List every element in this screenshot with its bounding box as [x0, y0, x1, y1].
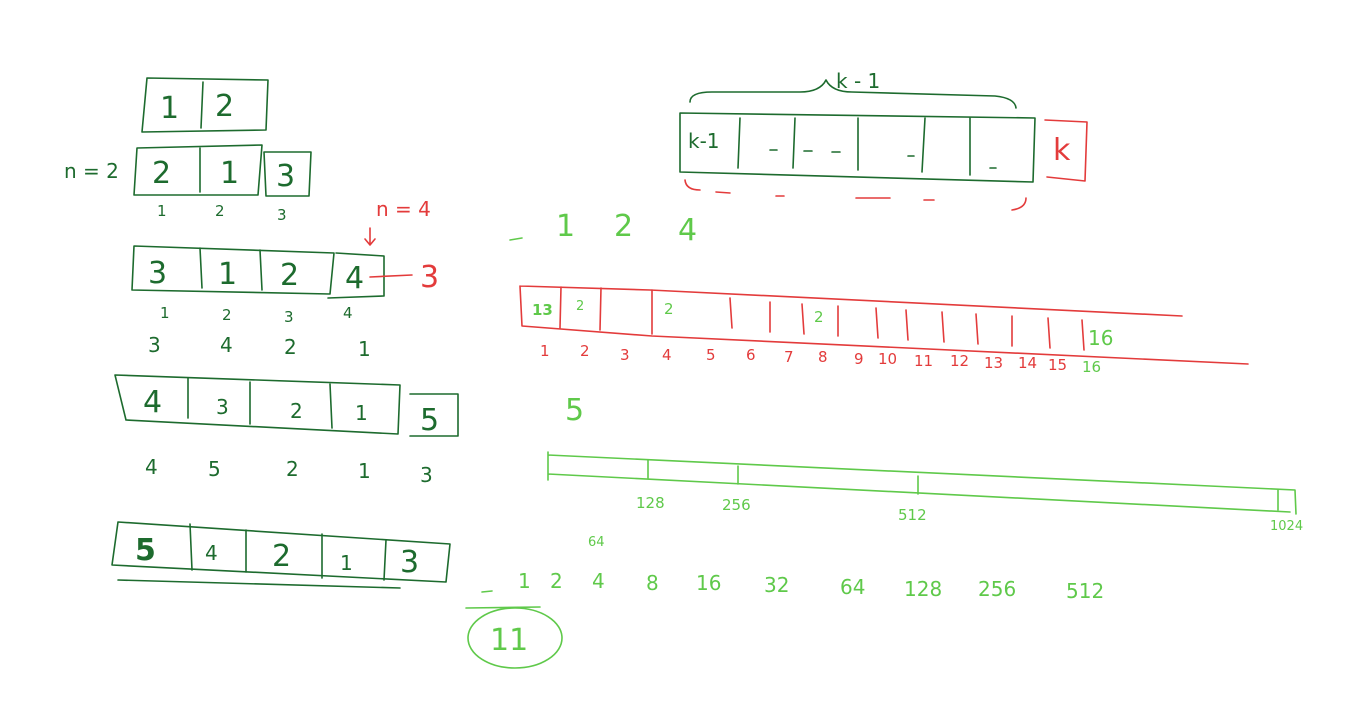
row4-perm-5: 3 [420, 463, 433, 487]
long-seq-6: 32 [764, 573, 789, 597]
small-64: 64 [588, 535, 605, 550]
small-sequence: 1 2 4 [509, 209, 697, 248]
red-index-11: 11 [914, 352, 933, 370]
row4-perm-1: 4 [145, 455, 158, 479]
row3-cell-3: 2 [280, 258, 299, 293]
tick-256: 256 [722, 496, 751, 514]
first-cell: k-1 [688, 129, 720, 153]
long-seq-1: 1 [518, 569, 531, 593]
long-seq-5: 16 [696, 571, 721, 595]
red-index-6: 6 [746, 346, 756, 364]
row4-perm-4: 1 [358, 459, 371, 483]
row3-cell-2: 1 [218, 257, 237, 292]
row3-perm-1: 3 [148, 333, 161, 357]
small-seq-3: 4 [678, 213, 697, 248]
red-index-16: 16 [1082, 358, 1101, 376]
red-index-1: 1 [540, 342, 550, 360]
row5-cell-4: 1 [340, 551, 353, 575]
row2-index-3: 3 [277, 206, 287, 224]
red-index-7: 7 [784, 348, 794, 366]
red-cell-last: 16 [1088, 326, 1113, 350]
tick-128: 128 [636, 494, 665, 512]
tick-1024: 1024 [1270, 519, 1303, 534]
red-index-14: 14 [1018, 354, 1037, 372]
red-array: 13 2 2 2 16 [519, 285, 1249, 365]
long-seq-2: 2 [550, 569, 563, 593]
row4-cell-4: 1 [355, 401, 368, 425]
red-index-2: 2 [580, 342, 590, 360]
row2-index-2: 2 [215, 202, 225, 220]
array-row-1: 1 2 [141, 77, 269, 133]
count-five: 5 [565, 393, 584, 428]
red-index-3: 3 [620, 346, 630, 364]
row5-cell-2: 4 [205, 541, 218, 565]
red-cell-8: 2 [814, 308, 824, 326]
long-seq-4: 8 [646, 571, 659, 595]
row4-perm-2: 5 [208, 457, 221, 481]
red-index-12: 12 [950, 352, 969, 370]
array-row-3: n = 4 3 1 2 4 3 1 2 3 4 3 4 2 1 [131, 197, 439, 361]
row4-cell-1: 4 [143, 385, 162, 420]
red-index-10: 10 [878, 350, 897, 368]
row5-cell-1: 5 [135, 533, 156, 568]
row2-label: n = 2 [64, 159, 119, 183]
row2-extra-cell: 3 [276, 159, 295, 194]
row1-cell-1: 1 [160, 91, 179, 126]
long-seq-8: 128 [904, 577, 942, 601]
red-index-4: 4 [662, 346, 672, 364]
red-index-5: 5 [706, 346, 716, 364]
row4-cell-2: 3 [216, 395, 229, 419]
array-row-5: 5 4 2 1 3 [111, 521, 451, 589]
row5-cell-5: 3 [400, 545, 419, 580]
red-cell-2: 2 [576, 299, 584, 314]
brace-label: k - 1 [836, 69, 880, 93]
circled-value: 11 [490, 623, 528, 658]
row1-cell-2: 2 [215, 89, 234, 124]
small-seq-2: 2 [614, 209, 633, 244]
row4-perm-3: 2 [286, 457, 299, 481]
green-bar: 128 256 512 1024 [547, 451, 1303, 534]
red-index-9: 9 [854, 350, 864, 368]
red-index-15: 15 [1048, 356, 1067, 374]
array-row-4: 4 3 2 1 5 4 5 2 1 3 [114, 374, 459, 487]
circled-result: 11 [465, 606, 563, 669]
row3-label: n = 4 [376, 197, 431, 221]
tick-512: 512 [898, 506, 927, 524]
row4-cell-3: 2 [290, 399, 303, 423]
row3-perm-3: 2 [284, 335, 297, 359]
row3-perm-2: 4 [220, 333, 233, 357]
long-seq-7: 64 [840, 575, 865, 599]
k-minus-one-array: k - 1 k-1 k [679, 69, 1088, 211]
extra-cell-k: k [1053, 133, 1071, 168]
row3-index-2: 2 [222, 306, 232, 324]
row3-cell-4: 4 [345, 261, 364, 296]
long-seq-10: 512 [1066, 579, 1104, 603]
row2-cell-2: 1 [220, 156, 239, 191]
small-seq-1: 1 [556, 209, 575, 244]
row3-index-1: 1 [160, 304, 170, 322]
long-seq-9: 256 [978, 577, 1016, 601]
red-index-13: 13 [984, 354, 1003, 372]
row3-index-3: 3 [284, 308, 294, 326]
long-sequence: 1 2 4 8 16 32 64 128 256 512 [481, 569, 1104, 603]
red-index-8: 8 [818, 348, 828, 366]
row2-index-1: 1 [157, 202, 167, 220]
red-cell-first: 13 [532, 301, 553, 319]
red-array-index: 1 2 3 4 5 6 7 8 9 10 11 12 13 14 15 16 [540, 342, 1101, 376]
row3-index-4: 4 [343, 304, 353, 322]
row2-cell-1: 2 [152, 156, 171, 191]
row3-cell-1: 3 [148, 256, 167, 291]
array-row-2: n = 2 2 1 3 1 2 3 [64, 144, 312, 224]
long-seq-3: 4 [592, 569, 605, 593]
row5-cell-3: 2 [272, 539, 291, 574]
red-cell-5: 2 [664, 300, 674, 318]
row4-extra-cell: 5 [420, 403, 439, 438]
row3-extra: 3 [420, 260, 439, 295]
row3-perm-4: 1 [358, 337, 371, 361]
